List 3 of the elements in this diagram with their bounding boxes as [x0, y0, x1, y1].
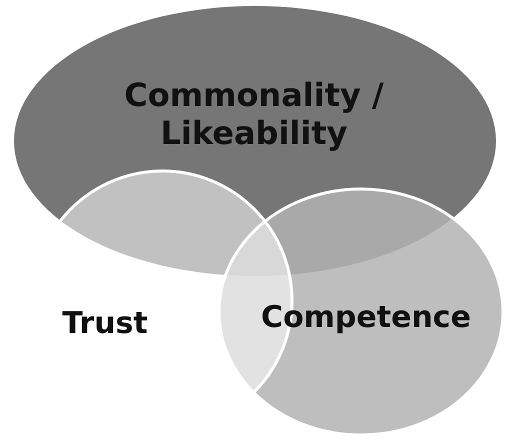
set-label: Commonality / Likeability: [123, 76, 385, 153]
set-label: Competence: [260, 300, 472, 336]
set-label: Trust: [61, 306, 149, 342]
